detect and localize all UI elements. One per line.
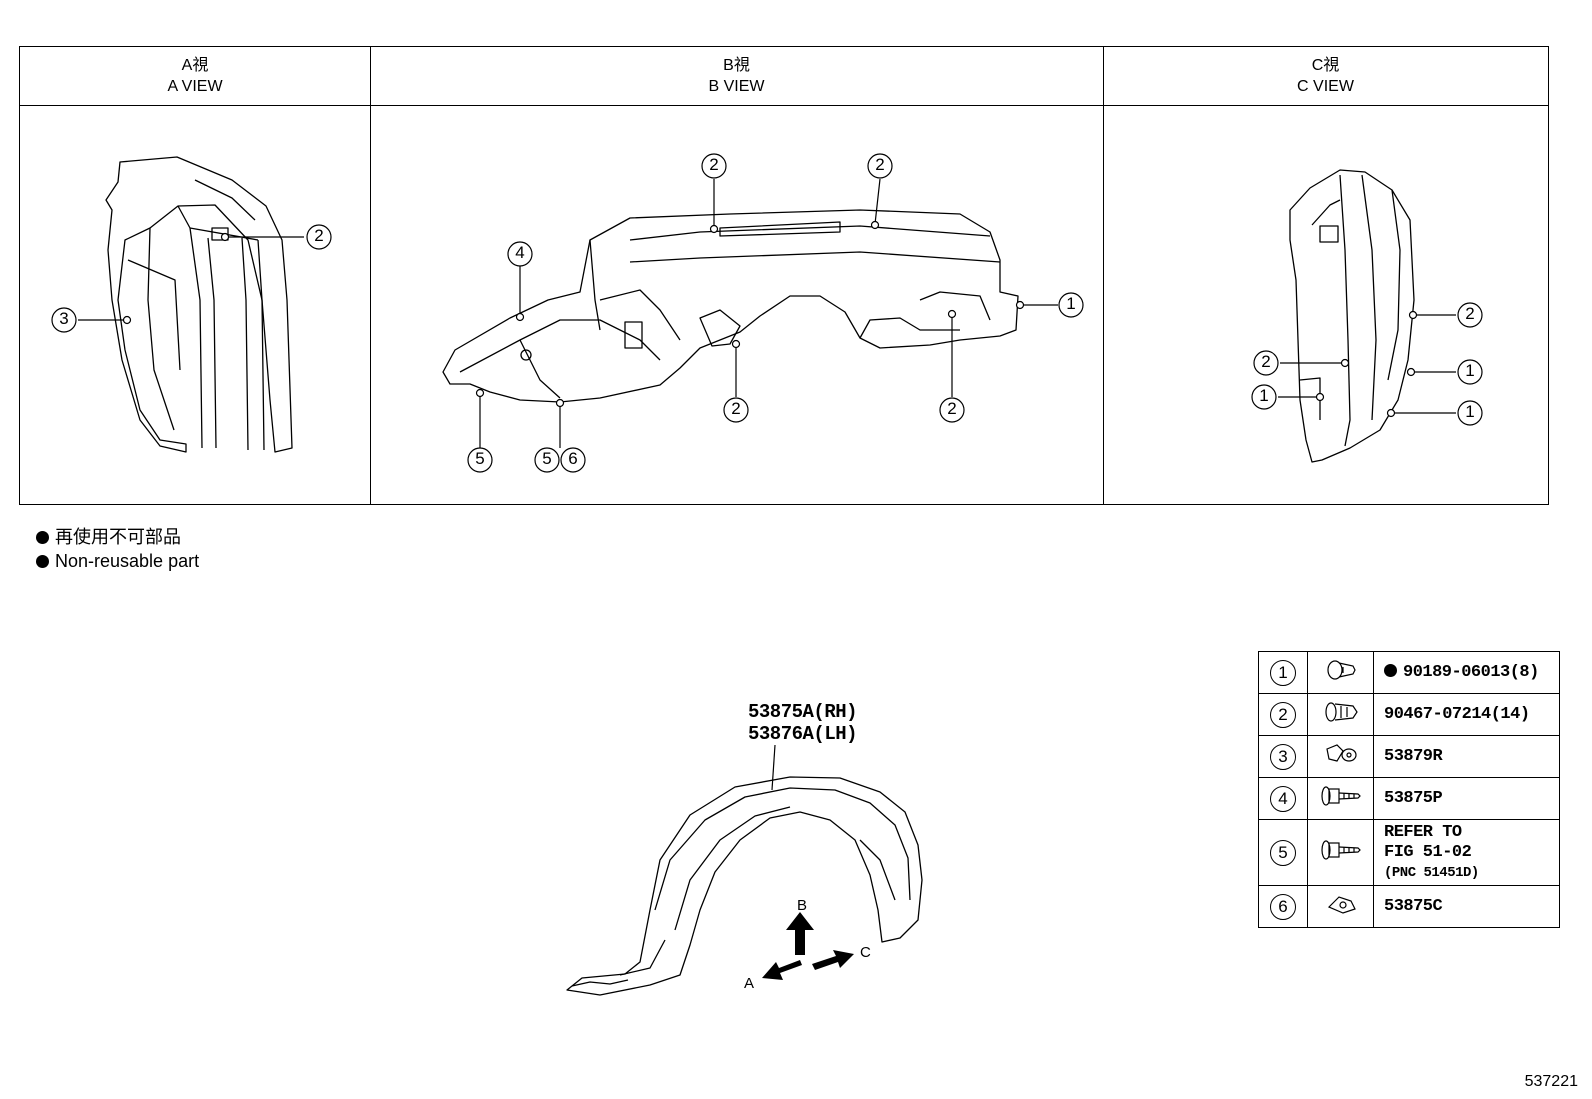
callout-b-1: 1 <box>1066 294 1076 313</box>
legend-part-number: 53875P <box>1384 788 1443 808</box>
legend-num: 3 <box>1270 743 1296 770</box>
direction-arrows <box>762 912 854 980</box>
legend-row: 1 90189-06013(8) <box>1258 651 1560 694</box>
a-view-liner-drawing <box>105 156 293 453</box>
figure-number: 537221 <box>1524 1073 1578 1090</box>
non-reusable-dot-icon <box>1384 663 1397 677</box>
part-number-lh: 53876A(LH) <box>748 723 858 745</box>
c-view-liner-drawing <box>1289 169 1415 463</box>
header-divider <box>20 105 1548 106</box>
push-rivet-icon <box>1324 702 1358 722</box>
legend-num: 5 <box>1270 839 1296 866</box>
callout-c-1: 1 <box>1259 386 1269 405</box>
arrow-a-label: A <box>744 975 755 992</box>
view-divider <box>1103 47 1104 504</box>
legend-part-number: 90467-07214(14) <box>1384 704 1530 724</box>
legend-num: 4 <box>1270 785 1296 812</box>
callout-b-4: 4 <box>515 243 525 262</box>
note-jp-text: 再使用不可部品 <box>55 527 181 547</box>
legend-row: 5 REFER TO FIG 51-02 (PNC 51451D) <box>1258 819 1560 886</box>
legend-part-number: 90189-06013(8) <box>1403 662 1539 682</box>
arrow-c-label: C <box>860 944 871 961</box>
callout-a-2: 2 <box>314 226 324 245</box>
views-frame: A視 A VIEW B視 B VIEW C視 C VIEW <box>19 46 1549 505</box>
legend-row: 3 53879R <box>1258 735 1560 778</box>
callout-b-5: 5 <box>542 449 552 468</box>
c-view-title-jp: C視 <box>1311 57 1340 74</box>
legend-part-number: 53875C <box>1384 896 1443 916</box>
screw-icon <box>1320 786 1361 806</box>
callout-b-2: 2 <box>731 399 741 418</box>
note-en-text: Non-reusable part <box>55 551 200 571</box>
a-view-header: A視 A VIEW <box>20 55 370 97</box>
non-reusable-dot-icon <box>36 531 49 544</box>
arrow-b-icon <box>786 912 814 955</box>
legend-num: 2 <box>1270 701 1296 728</box>
arrow-b-label: B <box>797 897 808 914</box>
nut-clip-icon <box>1327 896 1356 914</box>
main-liner-drawing <box>566 776 923 996</box>
fastener-markers <box>122 220 1418 418</box>
callout-c-1: 1 <box>1465 361 1475 380</box>
note-en: Non-reusable part <box>36 550 199 572</box>
legend-part-line1: REFER TO <box>1384 822 1462 842</box>
a-view-title-en: A VIEW <box>167 78 223 95</box>
legend-part-line3: (PNC 51451D) <box>1384 864 1479 881</box>
clip-icon <box>1326 660 1356 680</box>
legend-part-number: 53879R <box>1384 746 1443 766</box>
callout-c-2: 2 <box>1465 304 1475 323</box>
part-number-rh: 53875A(RH) <box>748 701 858 723</box>
legend-row: 6 53875C <box>1258 885 1560 928</box>
b-view-header: B視 B VIEW <box>370 55 1103 97</box>
b-view-liner-drawing <box>442 209 1019 403</box>
fastener-legend-table: 1 90189-06013(8) 2 90467-07214(14) 3 538… <box>1258 651 1560 928</box>
note-jp: 再使用不可部品 <box>36 526 181 548</box>
clip-retainer-icon <box>1325 744 1357 762</box>
legend-row: 4 53875P <box>1258 777 1560 820</box>
callout-b-6: 6 <box>568 449 578 468</box>
non-reusable-dot-icon <box>36 555 49 568</box>
legend-num: 1 <box>1270 659 1296 686</box>
legend-row: 2 90467-07214(14) <box>1258 693 1560 736</box>
b-view-title-en: B VIEW <box>708 78 765 95</box>
a-view-title-jp: A視 <box>181 57 209 74</box>
callout-a-3: 3 <box>59 309 69 328</box>
c-view-header: C視 C VIEW <box>1103 55 1548 97</box>
callout-b-2: 2 <box>947 399 957 418</box>
legend-num: 6 <box>1270 893 1296 920</box>
c-view-title-en: C VIEW <box>1297 78 1354 95</box>
arrow-c-icon <box>812 950 854 970</box>
callout-b-5: 5 <box>475 449 485 468</box>
callout-c-1: 1 <box>1465 402 1475 421</box>
legend-part-line2: FIG 51-02 <box>1384 842 1472 862</box>
callout-circles <box>51 153 1483 473</box>
callout-c-2: 2 <box>1261 352 1271 371</box>
callout-b-2: 2 <box>709 155 719 174</box>
b-view-title-jp: B視 <box>723 57 750 74</box>
callout-b-2: 2 <box>875 155 885 174</box>
arrow-a-icon <box>762 960 802 980</box>
leader-lines <box>78 178 1456 791</box>
screw-icon <box>1320 840 1361 860</box>
view-divider <box>370 47 371 504</box>
